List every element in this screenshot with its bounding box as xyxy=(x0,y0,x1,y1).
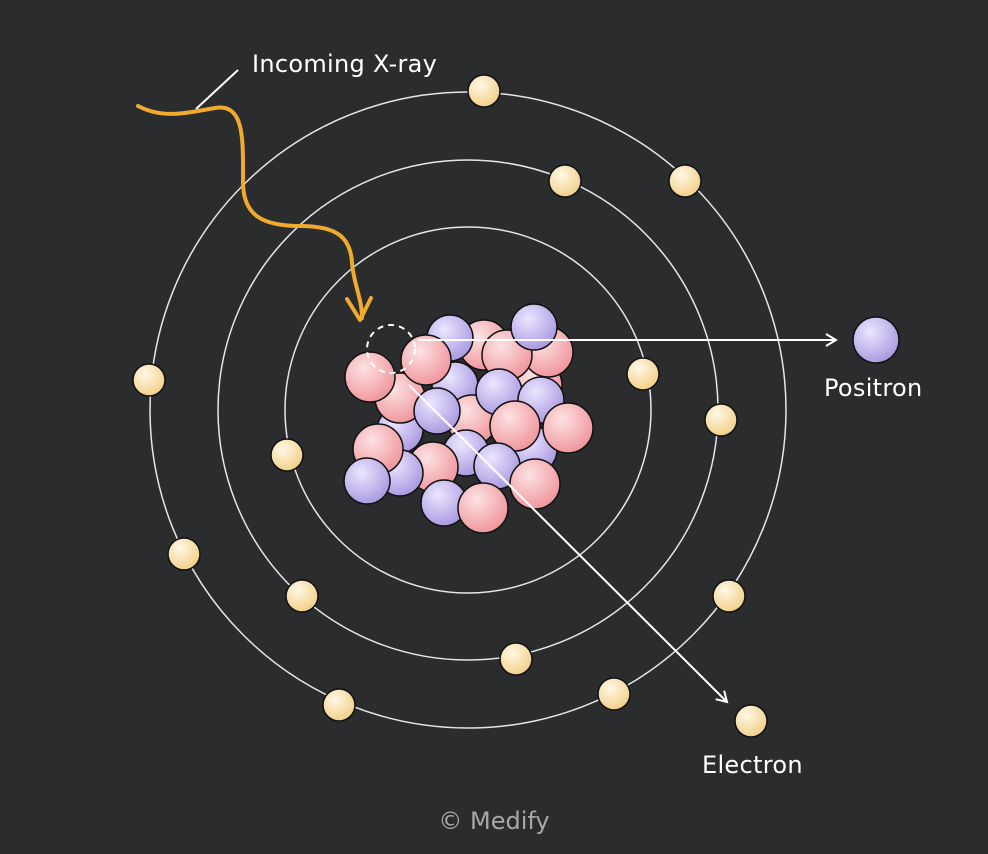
neutron xyxy=(510,303,558,351)
proton xyxy=(400,334,452,386)
electron xyxy=(322,688,356,722)
electron xyxy=(548,164,582,198)
electron-particle-icon xyxy=(734,704,768,738)
electron xyxy=(285,579,319,613)
proton xyxy=(457,482,509,534)
xray-label-leader xyxy=(195,69,239,110)
proton xyxy=(542,402,594,454)
electron xyxy=(499,642,533,676)
electron xyxy=(712,579,746,613)
electron xyxy=(704,403,738,437)
electron xyxy=(597,677,631,711)
electron-trajectory-arrow xyxy=(408,384,729,704)
absorption-site xyxy=(366,324,416,374)
incoming-xray-label: Incoming X-ray xyxy=(252,50,438,78)
orbit-inner xyxy=(284,226,652,594)
xray-arrowhead-icon xyxy=(345,296,373,322)
electron xyxy=(167,537,201,571)
nucleus xyxy=(343,303,594,534)
neutron xyxy=(343,457,391,505)
proton xyxy=(344,351,396,403)
electron xyxy=(270,438,304,472)
neutron xyxy=(413,387,461,435)
electron xyxy=(132,363,166,397)
electron-label: Electron xyxy=(702,751,803,779)
orbital-electrons xyxy=(132,74,746,722)
electron xyxy=(626,357,660,391)
proton xyxy=(509,458,561,510)
xray-path xyxy=(136,104,364,320)
copyright-footer: © Medify xyxy=(438,807,550,835)
electron xyxy=(668,164,702,198)
positron-label: Positron xyxy=(824,374,923,402)
positron-particle-icon xyxy=(852,316,900,364)
electron xyxy=(467,74,501,108)
